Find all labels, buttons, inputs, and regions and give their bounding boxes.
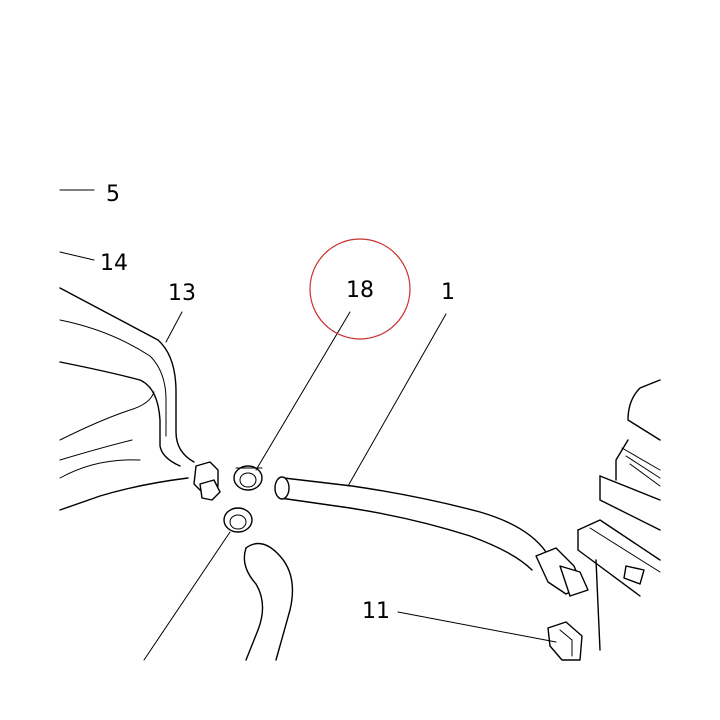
tank-part bbox=[59, 287, 195, 511]
callout-11: 11 bbox=[362, 599, 390, 624]
hose-clamp-lower bbox=[223, 507, 253, 533]
callout-1: 1 bbox=[441, 280, 455, 305]
callout-5: 5 bbox=[106, 182, 120, 207]
fuel-hose-part bbox=[274, 476, 589, 597]
elbow-fitting bbox=[193, 461, 221, 501]
lower-hose-part bbox=[243, 542, 294, 661]
bracket-part bbox=[547, 621, 583, 661]
leader-lines bbox=[59, 189, 557, 661]
filter-housing-part bbox=[577, 379, 661, 651]
highlight-circle bbox=[309, 238, 411, 340]
callout-14: 14 bbox=[100, 251, 128, 276]
callout-13: 13 bbox=[168, 281, 196, 306]
hose-clamp-upper bbox=[233, 465, 263, 491]
callout-18: 18 bbox=[346, 278, 374, 303]
